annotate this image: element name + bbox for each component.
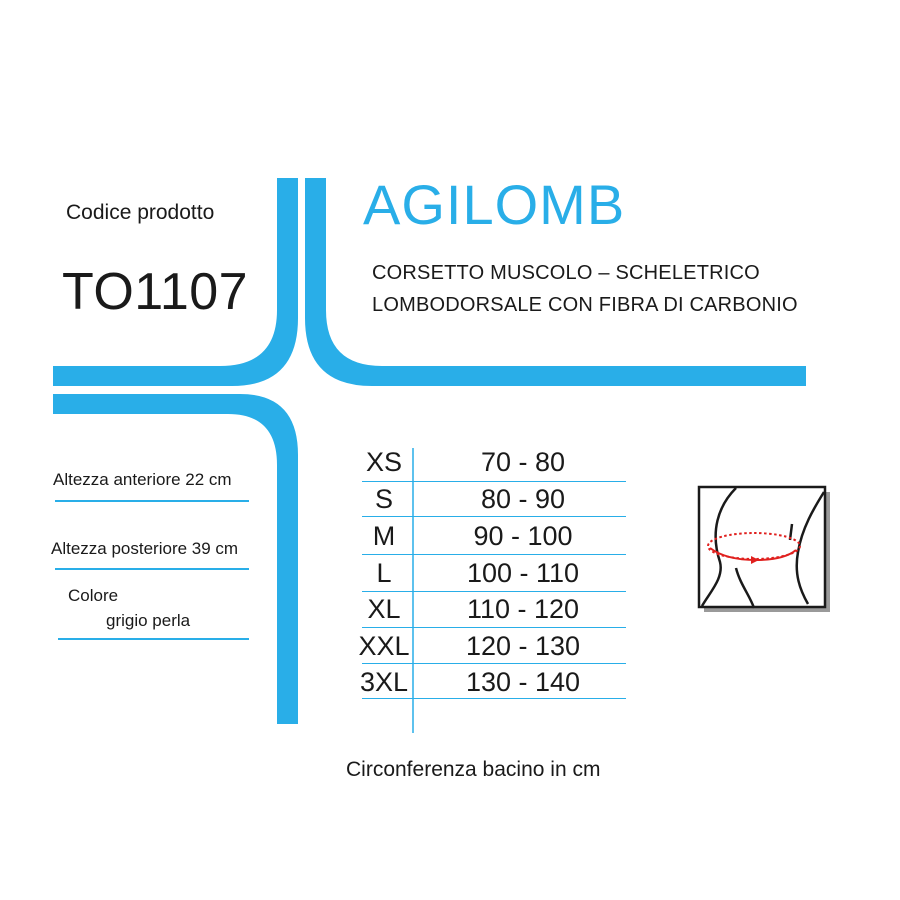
table-row-divider (362, 663, 626, 664)
product-description-line2: LOMBODORSALE CON FIBRA DI CARBONIO (372, 294, 798, 316)
size-label: XL (367, 594, 401, 624)
product-description-line1: CORSETTO MUSCOLO – SCHELETRICO (372, 262, 760, 284)
size-range: 90 - 100 (473, 521, 573, 551)
back-height-spec: Altezza posteriore 39 cm (51, 539, 239, 558)
table-row-divider (362, 516, 626, 517)
spec-divider (55, 568, 249, 570)
table-row-divider (362, 627, 626, 628)
table-caption: Circonferenza bacino in cm (346, 758, 601, 781)
color-label: Colore (68, 586, 119, 605)
front-height-spec: Altezza anteriore 22 cm (53, 470, 232, 489)
size-range: 80 - 90 (480, 484, 566, 514)
size-range: 130 - 140 (465, 667, 581, 697)
size-range: 70 - 80 (480, 447, 566, 477)
size-label: XS (365, 447, 403, 477)
hip-circumference-icon (697, 485, 830, 612)
size-label: S (374, 484, 393, 514)
table-row-divider (362, 554, 626, 555)
size-label: XXL (358, 631, 410, 661)
product-code: TO1107 (62, 263, 249, 321)
spec-divider (58, 638, 249, 640)
size-range: 110 - 120 (466, 594, 580, 624)
table-row-divider (362, 698, 626, 699)
product-code-label: Codice prodotto (66, 201, 215, 224)
size-range: 100 - 110 (466, 558, 580, 588)
size-label: L (376, 558, 392, 588)
color-value: grigio perla (106, 611, 191, 630)
size-label: 3XL (359, 667, 409, 697)
table-row-divider (362, 481, 626, 482)
brand-name: AGILOMB (363, 173, 626, 236)
table-row-divider (362, 591, 626, 592)
spec-divider (55, 500, 249, 502)
size-label: M (372, 521, 396, 551)
size-range: 120 - 130 (465, 631, 581, 661)
